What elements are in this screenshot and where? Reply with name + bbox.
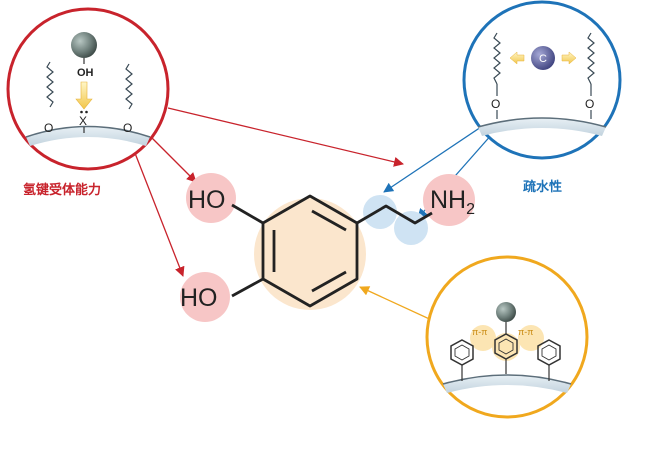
amine-highlight — [423, 174, 475, 226]
hbond-o-right: O — [123, 121, 132, 135]
pi-stacking-inset: π-π π-π — [425, 255, 589, 419]
pi-surface — [443, 375, 571, 393]
ring-highlight — [254, 198, 366, 310]
hbond-oh-label: OH — [77, 67, 94, 79]
hydrophobic-o-right: O — [585, 97, 594, 111]
pi-label-right: π-π — [518, 327, 533, 337]
hydrophobic-arrow-right — [561, 51, 577, 65]
ch2-highlight-1 — [363, 195, 397, 229]
ho-top-highlight — [186, 173, 236, 223]
hydrophobic-chain-right — [587, 32, 595, 85]
hbond-chain-left — [46, 61, 54, 108]
arrow-hbond-to-ho-bottom — [132, 147, 185, 277]
hydrophobic-inset: O O C — [462, 0, 622, 160]
bond-ho-bottom — [231, 277, 264, 298]
hydrophobic-arrow-left — [509, 51, 525, 65]
hbond-surface — [26, 126, 150, 146]
pi-label-left: π-π — [472, 327, 487, 337]
hydrophobic-o-left: O — [491, 97, 500, 111]
pi-sphere — [496, 302, 516, 322]
hbond-sphere — [71, 32, 97, 58]
hbond-acceptor-label: 氢键受体能力 — [23, 183, 102, 198]
bond-ho-top — [231, 203, 264, 225]
ho-bottom-highlight — [180, 272, 230, 322]
carbon-sphere — [531, 46, 555, 70]
hbond-x-label: X — [79, 114, 87, 128]
hbond-down-arrow — [75, 81, 93, 110]
hbond-o-left: O — [44, 121, 53, 135]
ho-top-label: HO — [188, 186, 226, 214]
ch2-highlight-2 — [394, 211, 428, 245]
hydrophobic-chain-left — [493, 32, 501, 85]
ring-double-bond-2 — [311, 270, 347, 293]
arrow-hbond-to-ho-top — [151, 137, 197, 183]
hydrophobic-label: 疏水性 — [523, 180, 563, 195]
ethyl-chain — [356, 204, 433, 225]
ho-bottom-label: HO — [180, 284, 218, 312]
hydrophobic-surface — [478, 118, 606, 136]
hbond-chain-right — [125, 63, 133, 110]
arrow-hbond-to-amine — [167, 107, 404, 167]
hbond-acceptor-inset: O O OH X — [6, 7, 170, 171]
carbon-label: C — [539, 53, 547, 65]
hbond-circle — [6, 7, 170, 171]
hydrophobic-circle — [462, 0, 622, 160]
amine-label: NH2 — [430, 186, 475, 218]
arrow-hydrophobic-to-ch2-a — [383, 124, 485, 193]
ring-double-bond-1 — [311, 209, 347, 232]
dopamine-molecule: HO HO NH2 — [180, 173, 475, 322]
